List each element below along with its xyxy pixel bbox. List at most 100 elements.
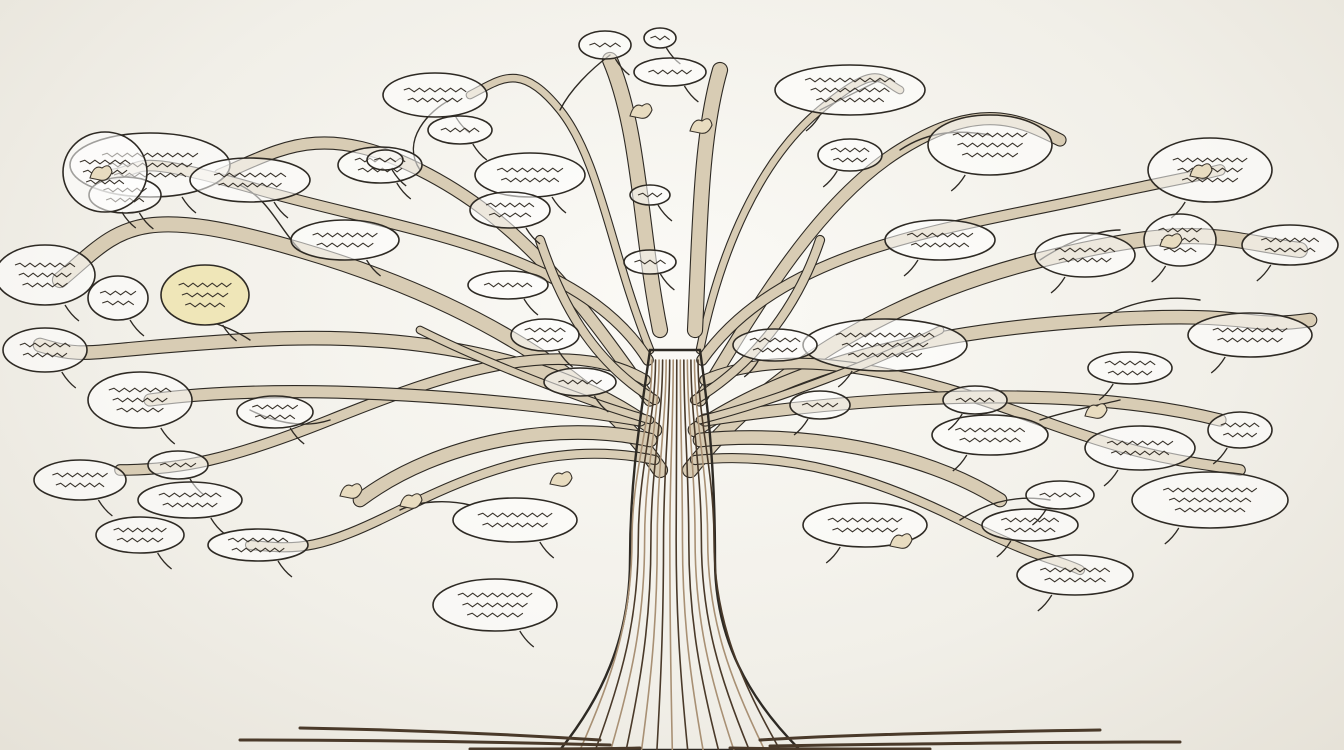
bubble-tail: [519, 630, 535, 648]
bubble-tail: [210, 517, 226, 535]
mind-map-bubble: [95, 516, 185, 554]
scribble-text-line: [847, 352, 923, 358]
scribble-text-line: [488, 212, 532, 218]
scribble-text-line: [252, 404, 299, 410]
sketch-figure-icon: [89, 165, 113, 181]
scribble-text-line: [1004, 527, 1056, 533]
sketch-figure-icon: [889, 533, 913, 549]
trunk-grain: [686, 359, 735, 750]
mind-map-bubble: [1241, 224, 1339, 266]
bubble-tail: [181, 196, 197, 214]
scribble-text-line: [14, 262, 76, 268]
bubble-tail: [1164, 527, 1180, 545]
scribble-text-line: [403, 87, 467, 93]
scribble-text-line: [227, 537, 289, 543]
scribble-text-line: [52, 472, 108, 478]
branch: [353, 426, 657, 507]
root: [468, 746, 642, 750]
scribble-text-line: [112, 397, 168, 403]
scribble-text-line: [1054, 247, 1116, 253]
branch-outline: [695, 73, 905, 355]
mind-map-bubble: [366, 149, 404, 171]
bubble-tail: [157, 552, 172, 570]
mind-map-bubble: [33, 459, 127, 501]
mind-map-bubble: [643, 27, 677, 49]
trunk-grain: [683, 359, 720, 750]
branch: [691, 236, 824, 404]
scribble-text-line: [961, 152, 1019, 158]
bubble-tail: [743, 360, 759, 378]
bubble-tail: [837, 370, 853, 388]
bubble-tail: [129, 319, 145, 337]
root: [238, 738, 612, 747]
scribble-text-line: [1104, 360, 1156, 366]
scribble-text-line: [1058, 257, 1112, 263]
root: [728, 746, 932, 750]
scribble-text-line: [99, 290, 137, 296]
scribble-text-line: [116, 537, 164, 543]
trunk-grain: [675, 359, 689, 750]
scribble-text-line: [816, 97, 885, 103]
scribble-text-line: [162, 502, 218, 508]
bubble-tail: [97, 499, 113, 517]
scribble-text-line: [485, 202, 535, 208]
trunk-grain: [609, 359, 660, 750]
bubble-tail: [805, 114, 821, 132]
scribble-text-line: [650, 35, 670, 41]
bubble-tail: [657, 204, 673, 222]
branch: [688, 63, 727, 337]
bubble-tail: [138, 212, 154, 230]
branch: [246, 449, 659, 552]
bubble-tail: [593, 395, 609, 413]
bubble-tail: [1098, 383, 1114, 401]
bubble-tail: [952, 454, 968, 472]
bubble-tail: [396, 182, 412, 200]
scribble-text-line: [466, 612, 524, 618]
bubble-tail: [659, 273, 675, 291]
scribble-text-line: [830, 147, 870, 153]
tree-trunk: [558, 348, 802, 750]
bubble-tail: [391, 169, 407, 187]
root: [298, 726, 602, 742]
mind-map-bubble: [1034, 232, 1136, 278]
scribble-text-line: [752, 347, 798, 353]
mind-map-bubble: [732, 328, 818, 362]
mind-map-bubble: [510, 318, 580, 352]
bubble-tail: [903, 259, 919, 277]
scribble-text-line: [801, 402, 839, 408]
scribble-text-line: [374, 157, 397, 163]
bubble-tail: [551, 196, 567, 214]
mind-map-bubble: [578, 30, 632, 60]
scribble-text-line: [1106, 440, 1174, 446]
scribble-text-line: [1212, 327, 1288, 333]
scribble-text-line: [1172, 157, 1248, 163]
bubble-tail: [1050, 276, 1066, 294]
sketch-figure-icon: [1084, 403, 1108, 419]
scribble-text-line: [213, 172, 287, 178]
branch: [536, 236, 659, 404]
root: [758, 728, 1102, 742]
scribble-text-line: [79, 159, 131, 165]
scribble-text-line: [1261, 237, 1320, 243]
scribble-text-line: [910, 242, 970, 248]
scribble-text-line: [1220, 422, 1260, 428]
scribble-text-line: [952, 132, 1028, 138]
sketch-figure-icon: [1189, 163, 1213, 179]
bubble-tail: [160, 427, 176, 445]
branch: [144, 386, 646, 426]
bubble-tail: [61, 371, 77, 389]
tree-roots: [238, 726, 1182, 750]
bubble-tail: [366, 259, 381, 277]
scribble-text-line: [18, 272, 72, 278]
mind-map-bubble: [1131, 471, 1289, 529]
trunk-grain: [697, 359, 781, 750]
bubble-tail: [121, 211, 137, 229]
sketch-figure-icon: [1159, 233, 1183, 249]
branch: [603, 53, 667, 337]
bubble-tail: [222, 324, 237, 342]
mind-map-bubble: [981, 508, 1079, 542]
bubble-tail: [947, 413, 963, 431]
mind-map-bubble: [189, 157, 311, 203]
